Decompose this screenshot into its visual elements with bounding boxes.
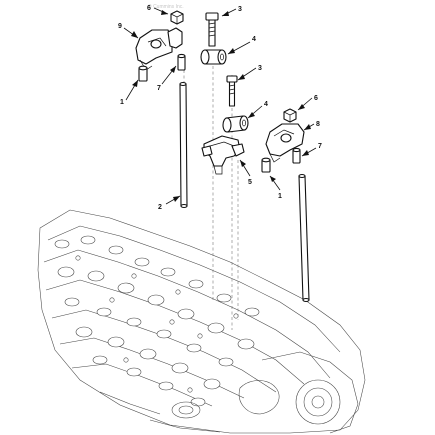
- callout-labels: 6 3 4 9 7 1 3 4 6 8 7 5 1 2: [118, 5, 322, 211]
- rocker-lever-support: [201, 135, 245, 175]
- push-rod-left: [179, 81, 188, 209]
- rocker-lever-left: [135, 27, 183, 71]
- callout-8: 8: [316, 121, 320, 128]
- callout-9: 9: [118, 23, 122, 30]
- watermark: © Cummins Inc.: [148, 3, 184, 10]
- rocker-shaft-top: [200, 49, 227, 65]
- callout-7-left: 7: [157, 85, 161, 92]
- callout-3-top: 3: [238, 6, 242, 13]
- callout-2: 2: [158, 204, 162, 211]
- nut-left: [170, 10, 184, 25]
- callout-4-top: 4: [252, 36, 256, 43]
- engine-cylinder-head: [37, 209, 366, 434]
- callout-6-left: 6: [147, 5, 151, 12]
- capscrew-top: [205, 12, 219, 47]
- callout-1-right: 1: [278, 193, 282, 200]
- rocker-shaft-middle: [222, 115, 249, 133]
- callout-5: 5: [248, 179, 252, 186]
- nut-right: [283, 108, 297, 123]
- leader-lines: [123, 7, 317, 205]
- push-rod-socket-right: [261, 157, 271, 173]
- push-rod-right: [298, 173, 310, 303]
- callout-4-middle: 4: [264, 101, 268, 108]
- adjusting-screw-right: [292, 147, 301, 164]
- rocker-lever-right: [265, 123, 305, 163]
- callout-7-right: 7: [318, 143, 322, 150]
- callout-6-right: 6: [314, 95, 318, 102]
- callout-3-middle: 3: [258, 65, 262, 72]
- adjusting-screw-left: [177, 53, 186, 71]
- callout-1-left: 1: [120, 99, 124, 106]
- push-rod-socket-left: [138, 65, 148, 82]
- capscrew-middle: [226, 75, 238, 107]
